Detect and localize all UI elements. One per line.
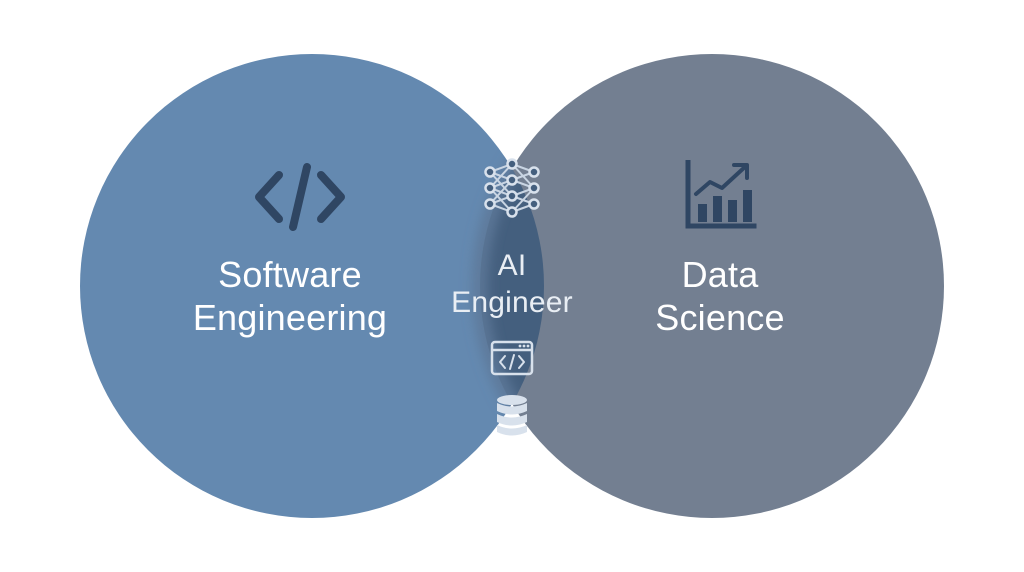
database-icon (497, 395, 527, 436)
data-science-label: Data Science (610, 253, 830, 339)
data-science-label-line1: Data (681, 254, 759, 295)
software-engineering-circle (80, 54, 544, 518)
ai-engineer-label-line2: Engineer (451, 286, 573, 319)
software-engineering-label-line2: Engineering (192, 297, 388, 338)
neural-network-icon (484, 158, 540, 218)
ai-engineer-label: AI Engineer (430, 247, 594, 321)
software-engineering-label: Software Engineering (170, 253, 410, 339)
ai-engineer-label-line1: AI (497, 249, 527, 282)
code-window-icon (490, 340, 534, 376)
data-science-label-line2: Science (655, 297, 785, 338)
data-science-circle (480, 54, 944, 518)
software-engineering-label-line1: Software (218, 254, 362, 295)
code-brackets-icon (255, 163, 345, 231)
bar-chart-trend-icon (685, 160, 757, 229)
